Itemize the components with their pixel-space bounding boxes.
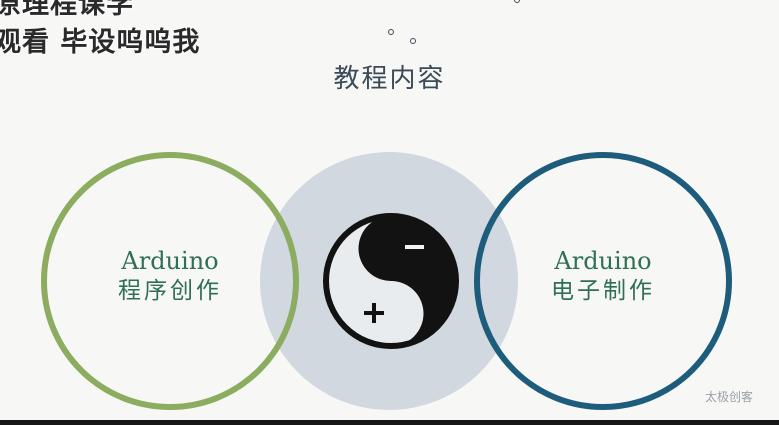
subtitle-line-1: 原理程课学 [0,0,134,20]
right-circle-label: Arduino 电子制作 [513,246,693,307]
left-ring [41,152,299,410]
yin-yang-icon [323,213,459,349]
decorative-dot [410,38,416,44]
left-circle-label: Arduino 程序创作 [80,246,260,307]
decorative-dot [514,0,520,3]
right-label-line2: 电子制作 [551,278,655,305]
decorative-dot [388,29,394,35]
left-label-line1: Arduino [121,247,219,275]
right-ring [474,152,732,410]
slide-title: 教程内容 [333,64,446,94]
left-label-line2: 程序创作 [118,278,222,305]
right-label-line1: Arduino [554,247,652,275]
watermark: 太极创客 [705,390,754,404]
bottom-bar [0,420,779,425]
subtitle-line-2: 观看 毕设呜呜我 [0,27,201,58]
